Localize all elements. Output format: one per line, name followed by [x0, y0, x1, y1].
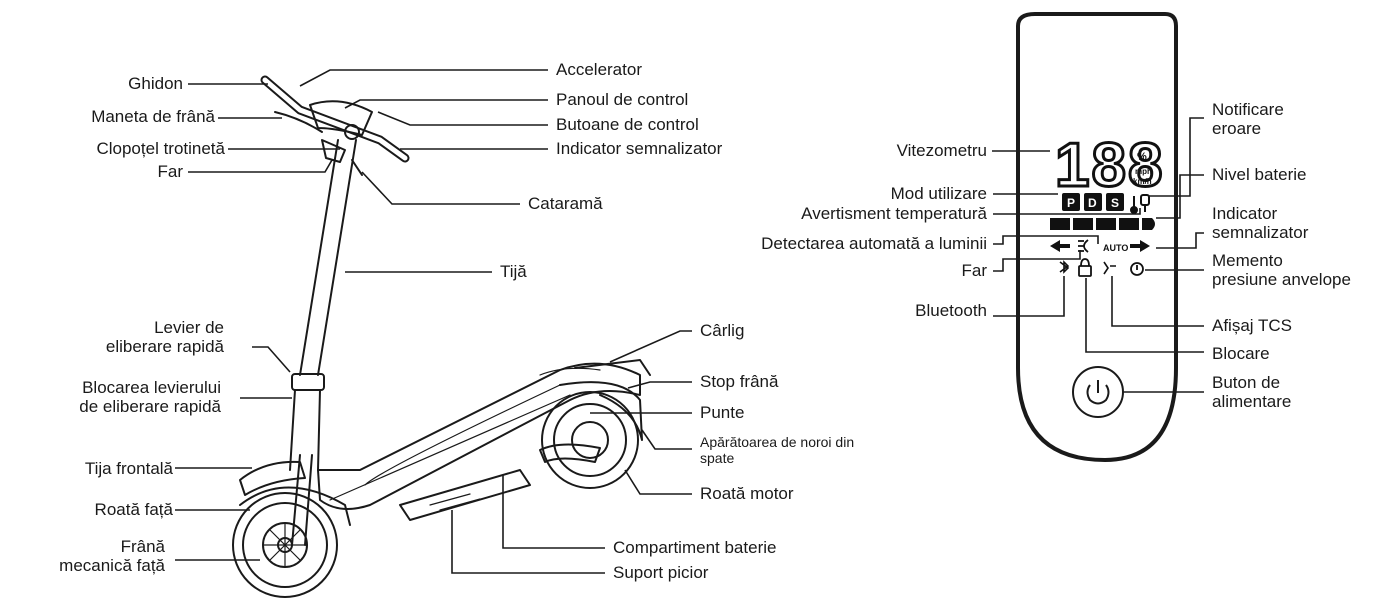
label-indicator-1: Indicator — [1212, 204, 1278, 223]
headlight-icon — [1078, 239, 1089, 253]
unit-kmh: km/h — [1133, 177, 1152, 186]
auto-light-icon: AUTO — [1103, 243, 1128, 253]
label-memento-1: Memento — [1212, 251, 1283, 270]
deck — [317, 362, 641, 510]
label-aparatoare-2: spate — [700, 450, 735, 466]
label-blocare-levier-1: Blocarea levierului — [82, 378, 221, 397]
folding-block — [289, 389, 321, 471]
scooter-illustration — [232, 75, 651, 598]
label-roata-motor: Roată motor — [700, 484, 794, 503]
mode-box-3 — [1106, 193, 1124, 211]
front-wheel — [232, 492, 338, 598]
label-frana-2: mecanică față — [59, 556, 165, 575]
rear-kickplate — [539, 443, 601, 463]
label-carlig: Cârlig — [700, 321, 745, 340]
front-fender — [239, 486, 351, 526]
label-butoane-control: Butoane de control — [556, 115, 699, 134]
label-memento-2: presiune anvelope — [1212, 270, 1351, 289]
label-avertisment-temperatura: Avertisment temperatură — [801, 204, 987, 223]
label-accelerator: Accelerator — [556, 60, 642, 79]
headlight — [321, 139, 346, 163]
tire-pressure-icon — [1130, 262, 1144, 276]
scooter-leader-lines — [175, 69, 692, 574]
label-catarama: Cataramă — [528, 194, 603, 213]
mode-box-1 — [1062, 193, 1080, 211]
label-notificare-1: Notificare — [1212, 100, 1284, 119]
unit-mph: mph — [1135, 167, 1152, 176]
label-aparatoare-1: Apărătoarea de noroi din — [700, 434, 855, 450]
label-indicator-semnalizator: Indicator semnalizator — [556, 139, 723, 158]
label-levier-1: Levier de — [154, 318, 224, 337]
mode-label-3: S — [1111, 196, 1119, 210]
label-frana-1: Frână — [120, 537, 165, 556]
label-maneta-frana: Maneta de frână — [91, 107, 215, 126]
unit-percent: % — [1137, 151, 1147, 163]
label-tija-frontala: Tija frontală — [84, 459, 173, 478]
label-clopotel: Clopoțel trotinetă — [96, 139, 225, 158]
tcs-icon — [1103, 261, 1116, 275]
buckle — [351, 159, 363, 176]
label-buton-2: alimentare — [1212, 392, 1292, 411]
label-punte: Punte — [700, 403, 745, 422]
rear-wheel — [541, 391, 639, 489]
label-buton-1: Buton de — [1212, 373, 1281, 392]
label-mod-utilizare: Mod utilizare — [890, 184, 987, 203]
hook — [574, 359, 651, 376]
panel-leader-lines — [992, 117, 1204, 393]
mode-label-2: D — [1088, 196, 1097, 210]
label-bluetooth: Bluetooth — [915, 301, 987, 320]
temperature-icon — [1130, 196, 1138, 214]
label-suport-picior: Suport picior — [613, 563, 709, 582]
battery-compartment — [399, 469, 531, 521]
front-fork — [291, 454, 313, 546]
speed-digits: 188 — [1055, 131, 1164, 200]
turn-left-icon — [1050, 240, 1070, 252]
mode-box-2 — [1084, 193, 1102, 211]
label-roata-fata: Roată față — [94, 500, 173, 519]
front-stem — [239, 460, 306, 496]
lock-icon — [1078, 258, 1092, 277]
label-compartiment-baterie: Compartiment baterie — [613, 538, 777, 557]
label-vitezometru: Vitezometru — [896, 141, 987, 160]
label-notificare-2: eroare — [1212, 119, 1262, 138]
mode-label-1: P — [1067, 196, 1075, 210]
display-panel: 188 % mph km/h P D S AUTO — [1016, 12, 1178, 463]
label-levier-2: eliberare rapidă — [105, 337, 224, 356]
label-indicator-2: semnalizator — [1212, 223, 1309, 242]
stem-tube — [299, 139, 357, 376]
label-panoul-control: Panoul de control — [556, 90, 689, 109]
quick-release-lock — [291, 373, 325, 391]
bluetooth-icon — [1059, 260, 1070, 274]
label-tija: Tijă — [500, 262, 527, 281]
label-blocare: Blocare — [1212, 344, 1270, 363]
battery-bar — [1050, 218, 1155, 230]
brake-lever — [274, 111, 323, 133]
turn-right-icon — [1130, 240, 1150, 252]
label-far: Far — [157, 162, 184, 181]
label-nivel-baterie: Nivel baterie — [1212, 165, 1307, 184]
error-icon — [1140, 194, 1150, 212]
label-blocare-levier-2: de eliberare rapidă — [79, 397, 221, 416]
label-stop-frana: Stop frână — [700, 372, 779, 391]
label-far-panel: Far — [961, 261, 988, 280]
label-detectare-lumina: Detectarea automată a luminii — [761, 234, 987, 253]
power-button[interactable] — [1072, 366, 1124, 418]
rear-fender — [559, 381, 643, 441]
label-ghidon: Ghidon — [128, 74, 183, 93]
label-afisaj-tcs: Afișaj TCS — [1212, 316, 1292, 335]
control-panel — [309, 100, 373, 136]
bell — [344, 124, 360, 140]
